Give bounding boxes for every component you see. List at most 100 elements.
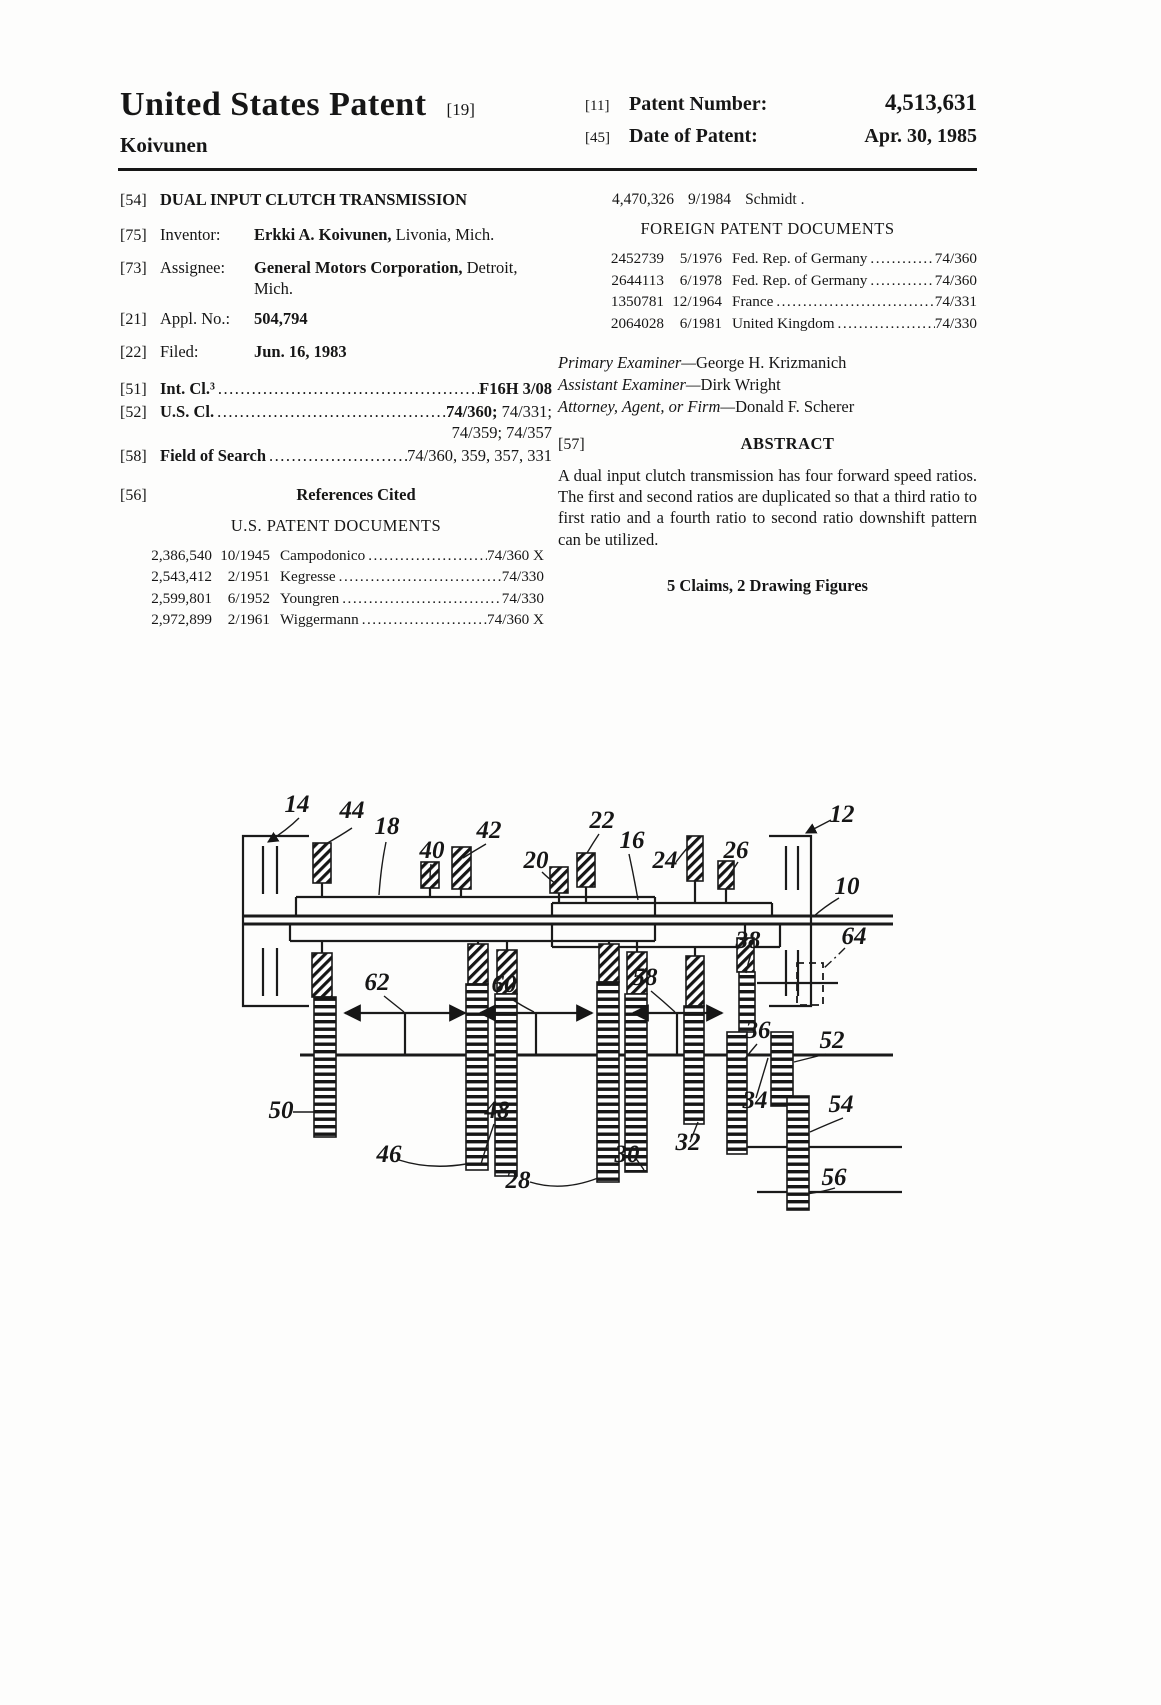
ref-class: 74/330 bbox=[502, 588, 544, 610]
search-value: 74/360, 359, 357, 331 bbox=[407, 446, 552, 467]
kind-code-tag: [19] bbox=[447, 100, 475, 119]
inventor-surname: Koivunen bbox=[120, 133, 475, 158]
figure-ref-numeral: 40 bbox=[419, 837, 446, 864]
int-cl-label: Int. Cl.³ bbox=[160, 379, 215, 400]
primary-examiner-name: George H. Krizmanich bbox=[696, 353, 846, 372]
attorney-line: Attorney, Agent, or Firm—Donald F. Scher… bbox=[558, 396, 977, 418]
abstract-title: ABSTRACT bbox=[598, 434, 977, 455]
inventor-label: Inventor: bbox=[160, 225, 254, 246]
us-ref-row: 2,972,8992/1961Wiggermann...............… bbox=[140, 609, 544, 631]
figure-ref-numeral: 42 bbox=[476, 817, 502, 844]
us-ref-row: 2,543,4122/1951Kegresse.................… bbox=[140, 566, 544, 588]
ref-country: United Kingdom bbox=[732, 313, 835, 335]
figure-ref-numeral: 64 bbox=[842, 923, 867, 950]
right-column: 4,470,326 9/1984 Schmidt . FOREIGN PATEN… bbox=[558, 190, 977, 597]
ref-date: 6/1981 bbox=[664, 313, 722, 335]
figure-ref-numeral: 12 bbox=[830, 801, 855, 828]
sleeve-stems bbox=[322, 881, 745, 956]
ref-class: 74/330 bbox=[935, 313, 977, 335]
hollow-shafts bbox=[290, 897, 780, 947]
us-refs-list: 2,386,54010/1945Campodonico.............… bbox=[120, 545, 552, 631]
figure-ref-numeral: 50 bbox=[269, 1097, 295, 1124]
ref-number: 2,972,899 bbox=[140, 609, 212, 631]
field-tag: [57] bbox=[558, 435, 598, 455]
ref-date: 2/1951 bbox=[212, 566, 270, 588]
field-tag: [51] bbox=[120, 380, 160, 400]
patent-date-label: Date of Patent: bbox=[629, 125, 864, 148]
figure-svg: 1444184042202216242612103864626058365234… bbox=[228, 778, 922, 1252]
field-tag: [54] bbox=[120, 191, 160, 211]
figure-ref-numeral: 34 bbox=[742, 1087, 768, 1114]
figure-ref-numeral: 38 bbox=[735, 927, 762, 954]
left-column: [54] DUAL INPUT CLUTCH TRANSMISSION [75]… bbox=[120, 190, 552, 631]
output-shaft-lines bbox=[737, 1147, 902, 1192]
dot-leader: ........................................… bbox=[336, 566, 502, 588]
references-cited-row: [56] References Cited bbox=[120, 485, 552, 506]
figure-ref-numeral: 36 bbox=[745, 1017, 772, 1044]
ref-date: 6/1952 bbox=[212, 588, 270, 610]
figure-ref-numeral: 28 bbox=[505, 1167, 532, 1194]
dot-leader: ........................................… bbox=[266, 446, 407, 467]
field-tag: [21] bbox=[120, 310, 160, 330]
us-ref-row: 2,599,8016/1952Youngren.................… bbox=[140, 588, 544, 610]
ref-date: 9/1984 bbox=[688, 190, 731, 209]
figure-ref-numeral: 30 bbox=[614, 1141, 641, 1168]
assignee-name: General Motors Corporation, bbox=[254, 258, 463, 277]
clutch-housing-left bbox=[243, 836, 309, 1006]
figure-ref-numeral: 24 bbox=[652, 847, 678, 874]
figure-ref-numeral: 32 bbox=[675, 1129, 701, 1156]
figure-ref-numeral: 22 bbox=[589, 807, 615, 834]
dot-leader: ........................................… bbox=[365, 545, 487, 567]
ref-country: Fed. Rep. of Germany bbox=[732, 270, 867, 292]
ref-class: 74/360 bbox=[935, 270, 977, 292]
header: United States Patent [19] Koivunen [11] … bbox=[120, 86, 977, 158]
figure-ref-numeral: 10 bbox=[835, 873, 861, 900]
dot-leader: ........................................… bbox=[214, 402, 446, 423]
field-tag: [75] bbox=[120, 226, 160, 246]
filed-row: [22] Filed: Jun. 16, 1983 bbox=[120, 342, 552, 363]
us-ref-continued-row: 4,470,326 9/1984 Schmidt . bbox=[558, 190, 977, 209]
assignee-value: General Motors Corporation, Detroit, Mic… bbox=[254, 258, 536, 299]
page-title: United States Patent bbox=[120, 86, 427, 123]
dot-leader: ........................................… bbox=[867, 248, 934, 270]
foreign-patent-documents-title: FOREIGN PATENT DOCUMENTS bbox=[558, 219, 977, 240]
us-cl-row: [52] U.S. Cl. ..........................… bbox=[120, 402, 552, 423]
patent-date-value: Apr. 30, 1985 bbox=[864, 125, 977, 148]
patent-number-row: [11] Patent Number: 4,513,631 bbox=[585, 90, 977, 116]
ref-name: Youngren bbox=[280, 588, 339, 610]
selector-64 bbox=[757, 948, 845, 1005]
abstract-title-row: [57] ABSTRACT bbox=[558, 434, 977, 455]
filed-label: Filed: bbox=[160, 342, 254, 363]
patent-number-value: 4,513,631 bbox=[885, 90, 977, 116]
attorney-label: Attorney, Agent, or Firm— bbox=[558, 397, 735, 416]
header-right: [11] Patent Number: 4,513,631 [45] Date … bbox=[585, 90, 977, 157]
foreign-refs-list: 24527395/1976Fed. Rep. of Germany.......… bbox=[558, 248, 977, 334]
ref-name: Schmidt . bbox=[745, 190, 804, 209]
ref-date: 5/1976 bbox=[664, 248, 722, 270]
ref-class: 74/360 X bbox=[487, 545, 544, 567]
us-cl-secondary: 74/331; bbox=[502, 402, 552, 421]
dot-leader: ........................................… bbox=[835, 313, 935, 335]
inventor-row: [75] Inventor: Erkki A. Koivunen, Livoni… bbox=[120, 225, 552, 246]
int-cl-row: [51] Int. Cl.³ .........................… bbox=[120, 379, 552, 400]
ref-number: 2644113 bbox=[592, 270, 664, 292]
invention-title: DUAL INPUT CLUTCH TRANSMISSION bbox=[160, 190, 467, 211]
figure-ref-numeral: 16 bbox=[620, 827, 646, 854]
gears bbox=[314, 972, 809, 1210]
ref-date: 12/1964 bbox=[664, 291, 722, 313]
inventor-value: Erkki A. Koivunen, Livonia, Mich. bbox=[254, 225, 552, 246]
ref-date: 6/1978 bbox=[664, 270, 722, 292]
figure-ref-numeral: 52 bbox=[820, 1027, 845, 1054]
ref-class: 74/331 bbox=[935, 291, 977, 313]
clutch-housing-right bbox=[769, 836, 811, 1006]
assignee-row: [73] Assignee: General Motors Corporatio… bbox=[120, 258, 552, 299]
shift-arrows bbox=[345, 1013, 722, 1055]
appl-no-value: 504,794 bbox=[254, 309, 308, 330]
invention-title-row: [54] DUAL INPUT CLUTCH TRANSMISSION bbox=[120, 190, 552, 211]
filed-value: Jun. 16, 1983 bbox=[254, 342, 347, 363]
inventor-name: Erkki A. Koivunen, bbox=[254, 225, 392, 244]
ref-number: 2,386,540 bbox=[140, 545, 212, 567]
foreign-ref-row: 24527395/1976Fed. Rep. of Germany.......… bbox=[592, 248, 977, 270]
claims-line: 5 Claims, 2 Drawing Figures bbox=[558, 576, 977, 597]
